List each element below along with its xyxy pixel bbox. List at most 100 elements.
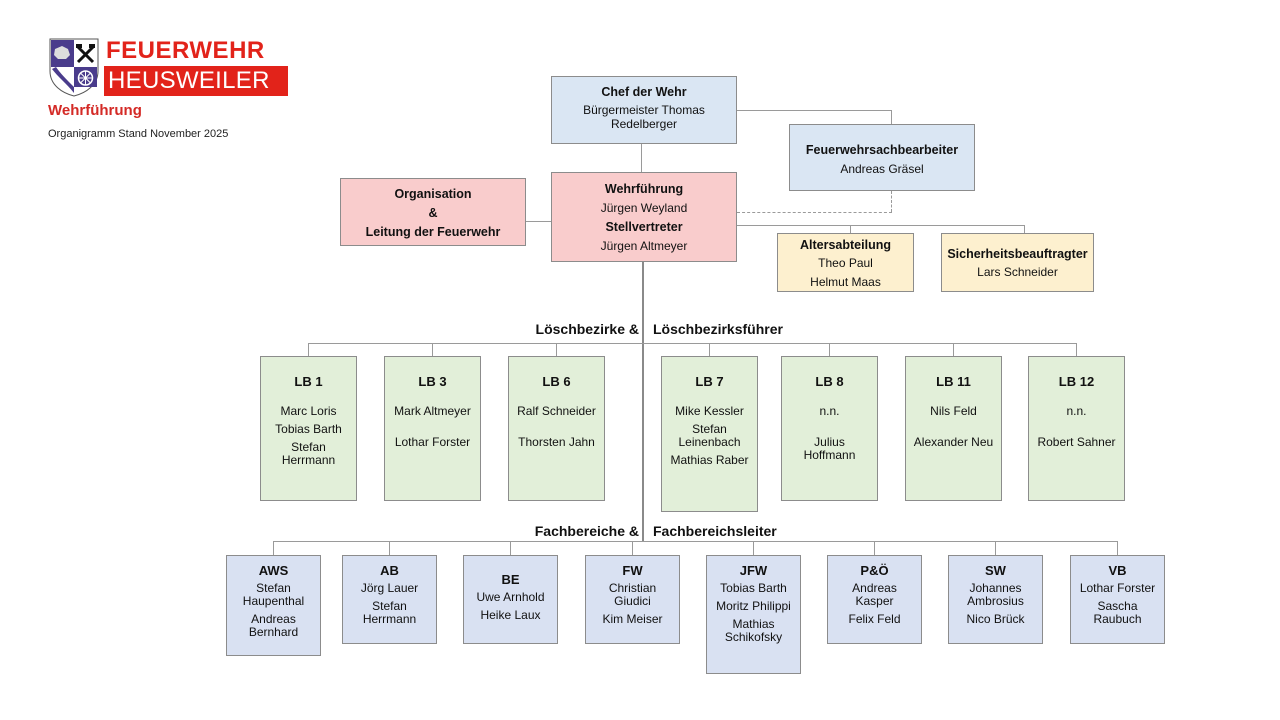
person-name: Moritz Philippi: [716, 599, 791, 613]
loeschbezirk-title: LB 3: [418, 374, 447, 389]
fachbereich-title: AB: [380, 563, 399, 578]
connector: [389, 541, 390, 555]
connector: [308, 343, 309, 356]
altersabteilung-name: Theo Paul: [818, 256, 873, 270]
connector: [641, 144, 642, 172]
loeschbezirke-bar: [308, 343, 1077, 344]
person-name: Mathias Raber: [670, 453, 749, 467]
loeschbezirke-label-left: Löschbezirke &: [535, 321, 639, 337]
organisation-line3: Leitung der Feuerwehr: [365, 225, 501, 239]
fachbereich-title: AWS: [258, 563, 289, 578]
dashed-connector: [737, 212, 892, 213]
connector: [829, 343, 830, 356]
connector: [432, 343, 433, 356]
person-name: n.n.: [1066, 404, 1087, 418]
connector: [737, 110, 892, 111]
chef-title: Chef der Wehr: [601, 85, 687, 99]
person-name: Lothar Forster: [1079, 581, 1156, 595]
logo-text-feuerwehr: FEUERWEHR: [106, 37, 265, 64]
main-trunk: [642, 261, 644, 541]
connector: [1117, 541, 1118, 555]
fachbereich-title: SW: [985, 563, 1006, 578]
person-name: Nils Feld: [930, 404, 977, 418]
stellvertreter-title: Stellvertreter: [605, 220, 683, 234]
fachbereiche-label-right: Fachbereichsleiter: [653, 523, 777, 539]
person-name: Stefan Haupenthal: [242, 581, 305, 608]
connector: [709, 343, 710, 356]
organisation-box: Organisation & Leitung der Feuerwehr: [340, 178, 526, 246]
connector: [995, 541, 996, 555]
altersabteilung-title: Altersabteilung: [800, 238, 891, 252]
connector: [526, 221, 551, 222]
wehrfuehrung-name: Jürgen Weyland: [600, 201, 688, 215]
person-name: Marc Loris: [280, 404, 337, 418]
person-name: Uwe Arnhold: [476, 590, 545, 604]
connector: [1024, 225, 1025, 233]
fachbereich-title: P&Ö: [860, 563, 889, 578]
organisation-line2: &: [428, 206, 438, 220]
fachbereiche-bar: [273, 541, 1118, 542]
connector: [953, 343, 954, 356]
fachbereich-title: FW: [622, 563, 643, 578]
loeschbezirk-title: LB 6: [542, 374, 571, 389]
connector: [891, 110, 892, 124]
person-name: Mathias Schikofsky: [724, 617, 783, 644]
person-name: Julius Hoffmann: [803, 435, 856, 462]
person-name: Andreas Kasper: [852, 581, 897, 608]
sachbearbeiter-name: Andreas Gräsel: [840, 162, 924, 176]
logo: FEUERWEHR HEUSWEILER: [48, 37, 288, 97]
loeschbezirke-label-right: Löschbezirksführer: [653, 321, 783, 337]
sachbearbeiter-title: Feuerwehrsachbearbeiter: [805, 143, 959, 157]
organigram-date: Organigramm Stand November 2025: [48, 128, 229, 140]
fachbereiche-label-left: Fachbereiche &: [534, 523, 639, 539]
wehrfuehrung-box: Wehrführung Jürgen Weyland Stellvertrete…: [551, 172, 737, 262]
person-name: Kim Meiser: [602, 612, 663, 626]
fachbereich-title: VB: [1108, 563, 1127, 578]
person-name: n.n.: [819, 404, 840, 418]
person-name: Sascha Raubuch: [1093, 599, 1142, 626]
loeschbezirk-box: LB 12 n.n. Robert Sahner: [1028, 356, 1125, 501]
sicherheit-name: Lars Schneider: [977, 265, 1058, 279]
chef-name-line2: Redelberger: [610, 117, 678, 131]
sicherheit-title: Sicherheitsbeauftragter: [947, 247, 1088, 261]
person-name: Thorsten Jahn: [518, 435, 595, 449]
loeschbezirk-title: LB 12: [1058, 374, 1095, 389]
chef-name-line1: Bürgermeister Thomas: [583, 103, 705, 117]
logo-text-heusweiler: HEUSWEILER: [104, 66, 288, 96]
person-name: Jörg Lauer: [360, 581, 419, 595]
connector: [1076, 343, 1077, 356]
person-name: Tobias Barth: [275, 422, 342, 436]
organisation-line1: Organisation: [394, 187, 472, 201]
coat-of-arms-icon: [49, 38, 99, 97]
person-name: Christian Giudici: [608, 581, 657, 608]
person-name: Alexander Neu: [913, 435, 994, 449]
person-name: Tobias Barth: [720, 581, 787, 595]
person-name: Stefan Herrmann: [362, 599, 417, 626]
person-name: Mike Kessler: [675, 404, 744, 418]
person-name: Nico Brück: [966, 612, 1025, 626]
person-name: Robert Sahner: [1037, 435, 1116, 449]
loeschbezirk-title: LB 8: [815, 374, 844, 389]
loeschbezirk-box: LB 8 n.n. Julius Hoffmann: [781, 356, 878, 501]
person-name: Felix Feld: [848, 612, 901, 626]
connector: [874, 541, 875, 555]
fachbereich-title: JFW: [739, 563, 768, 578]
altersabteilung-box: Altersabteilung Theo Paul Helmut Maas: [777, 233, 914, 292]
connector: [632, 541, 633, 555]
sicherheitsbeauftragter-box: Sicherheitsbeauftragter Lars Schneider: [941, 233, 1094, 292]
person-name: Andreas Bernhard: [248, 612, 299, 639]
connector: [737, 225, 1025, 226]
connector: [850, 225, 851, 233]
altersabteilung-name: Helmut Maas: [810, 275, 881, 289]
